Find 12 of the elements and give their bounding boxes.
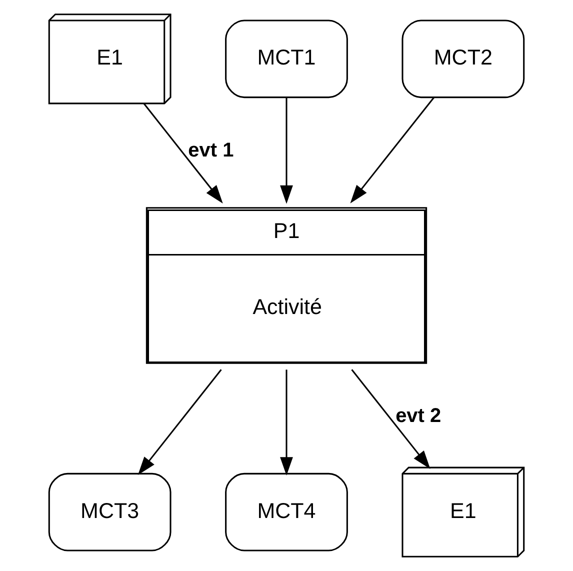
edge-label: evt 2	[396, 405, 442, 428]
arrow	[138, 369, 222, 476]
arrow	[280, 370, 293, 476]
edge-label: evt 1	[188, 139, 234, 162]
node-box: MCT4	[225, 472, 348, 552]
arrow	[351, 369, 430, 469]
node-box: MCT1	[225, 20, 348, 98]
arrow	[350, 96, 435, 204]
arrow	[143, 103, 223, 204]
node-box: MCT2	[402, 20, 525, 98]
arrow	[280, 97, 293, 204]
node-box: MCT3	[48, 472, 172, 552]
